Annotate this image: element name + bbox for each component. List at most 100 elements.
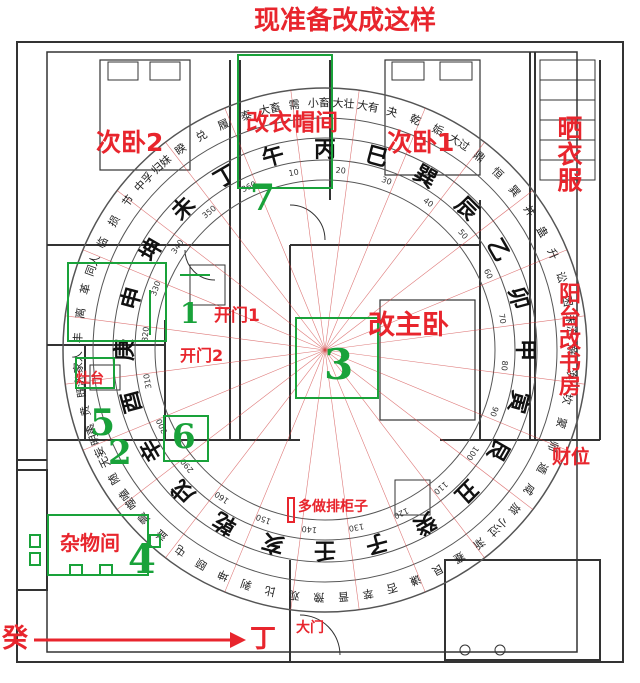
compass-trigram: 丙 [314,137,336,163]
compass-hexagram: 否 [385,580,399,595]
compass-spoke [324,315,585,351]
compass-trigram: 未 [167,192,201,226]
compass-spoke [224,349,326,593]
compass-hexagram: 兑 [193,127,210,145]
compass-spoke [116,349,326,510]
compass-trigram: 癸 [408,506,442,541]
compass-spoke [324,349,426,593]
compass-trigram: 丑 [449,474,483,508]
compass-trigram: 卯 [503,284,534,312]
compass-spoke [324,190,534,351]
compass-degree: 340 [169,238,185,256]
compass-hexagram: 中孚 [132,170,156,195]
compass-trigram: 戌 [167,474,201,508]
compass-spoke [65,315,326,351]
green-box-stove [75,357,115,389]
page-title: 现准备改成这样 [254,6,437,36]
compass-degree: 70 [497,313,508,325]
outer-wall [16,41,624,663]
compass-circle-3 [134,159,516,541]
compass-hexagram: 旅 [506,500,524,517]
compass-hexagram: 需 [288,98,301,112]
compass-hexagram: 解 [566,345,580,356]
compass-trigram: 酉 [116,388,147,416]
compass-spoke [324,349,485,559]
compass-circle-0 [62,87,588,613]
compass-circle-4 [154,179,496,521]
compass-degree: 290 [179,457,196,474]
compass-spoke [165,349,326,559]
compass-hexagram: 夬 [385,104,399,119]
compass-hexagram: 贲 [78,404,93,418]
compass-hexagram: 咸 [521,481,538,497]
compass-degree: 40 [421,196,435,209]
compass-hexagram: 屯 [173,542,190,559]
compass-hexagram: 蛊 [534,224,551,240]
compass-hexagram: 困 [560,294,575,307]
compass-trigram: 子 [363,528,391,559]
compass-degree: 80 [499,360,509,371]
compass-trigram: 乾 [209,506,241,540]
compass-hexagram: 大畜 [258,99,283,118]
compass-hexagram: 恒 [489,165,506,182]
compass-spoke [290,90,326,351]
compass-spoke [324,349,534,510]
compass-degree: 160 [213,489,231,505]
green-box-6 [163,415,209,462]
green-number-7: 7 [250,177,276,219]
compass-degree: 310 [142,373,154,390]
compass-hexagram: 离 [73,307,88,320]
compass-spoke [290,349,326,610]
compass-trigram: 乙 [481,234,515,266]
compass-hexagram: 泰 [239,107,254,124]
compass-spoke [324,349,360,610]
green-number-2: 2 [108,433,132,473]
green-box-closet [237,54,333,189]
room-label-drying: 晒衣服 [554,115,583,193]
compass-spoke [82,249,326,351]
compass-circle-2 [112,137,538,563]
compass-spoke [324,349,585,385]
green-number-5: 5 [90,402,116,444]
door-label-1: 开门1 [214,306,260,326]
compass-degree: 350 [201,204,218,221]
compass-degree: 60 [482,267,494,280]
compass-hexagram: 升 [544,246,560,261]
compass-spoke [165,141,326,351]
room-label-master: 改主卧 [368,310,449,341]
compass-hexagram: 颐 [193,556,209,573]
green-number-3: 3 [324,340,354,389]
compass-hexagram: 革 [77,282,93,296]
compass-hexagram: 大壮 [332,95,355,111]
direction-from-label: 癸 [2,624,29,654]
green-box-kitchen [67,262,167,342]
compass-hexagram: 比 [263,583,277,598]
compass-hexagram: 乾 [408,112,423,128]
compass-hexagram: 艮 [430,562,446,579]
green-box-storage [47,514,149,576]
room-label-storage: 杂物间 [60,531,120,555]
compass-degree: 130 [348,522,365,534]
compass-spoke [324,90,360,351]
compass-degree: 30 [380,175,393,187]
room-label-bedroom1: 次卧1 [387,128,455,157]
compass-hexagram: 噬嗑 [115,486,139,512]
compass-hexagram: 大有 [356,97,380,115]
compass-spoke [324,349,568,451]
compass-degree: 140 [301,524,317,534]
inner-wall [46,51,578,653]
compass-spoke [65,349,326,385]
compass-trigram: 艮 [481,434,515,467]
compass-spoke [324,141,485,351]
compass-hexagram: 睽 [173,141,190,158]
compass-hexagram: 同人 [83,253,103,278]
compass-hexagram: 蒙 [553,416,569,430]
kitchen-stove-label: 灶台 [76,371,104,387]
wealth-label: 财位 [552,446,591,468]
room-label-bedroom2: 次卧2 [96,128,164,157]
compass-degree: 10 [288,167,300,178]
compass-degree: 50 [456,228,469,242]
compass-trigram: 申 [116,284,147,312]
compass-trigram: 庚 [112,339,138,361]
